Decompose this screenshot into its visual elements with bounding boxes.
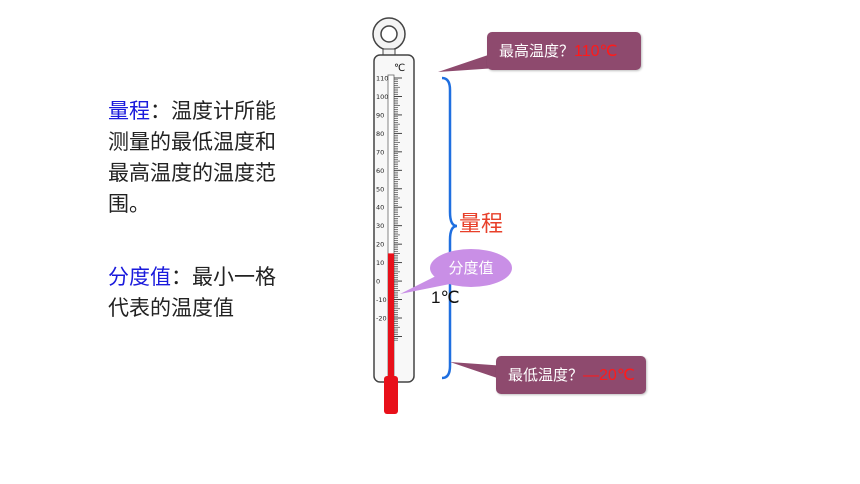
scale-label: 30 <box>376 222 384 230</box>
max-temp-value: 110℃ <box>574 43 618 60</box>
thermometer-ring <box>372 17 406 58</box>
scale-label: 90 <box>376 111 384 119</box>
division-bubble: 分度值 <box>430 249 512 287</box>
scale-ticks <box>394 77 402 341</box>
division-term: 分度值 <box>108 265 171 289</box>
scale-label: 100 <box>376 93 388 101</box>
scale-label: 110 <box>376 75 388 83</box>
max-temp-question: 最高温度？ <box>499 42 575 60</box>
high-callout-pointer <box>438 52 497 72</box>
scale-label: 80 <box>376 130 384 138</box>
scale-label: -10 <box>376 296 387 304</box>
scale-label: 60 <box>376 167 384 175</box>
scale-label: 70 <box>376 148 384 156</box>
range-brace <box>441 76 458 380</box>
min-temp-question: 最低温度？ <box>508 366 584 384</box>
range-term: 量程 <box>108 99 150 123</box>
thermometer-bulb <box>384 376 398 414</box>
low-callout-pointer <box>450 362 506 381</box>
max-temp-callout: 最高温度？110℃ <box>487 32 641 70</box>
division-value: 1℃ <box>431 288 460 307</box>
range-label: 量程 <box>459 212 504 237</box>
range-definition: 量程：温度计所能测量的最低温度和最高温度的温度范围。 <box>108 96 288 220</box>
scale-label: 40 <box>376 204 384 212</box>
min-temp-callout: 最低温度？—20℃ <box>496 356 646 394</box>
scale-label: 0 <box>376 278 380 286</box>
unit-label: ℃ <box>394 63 405 74</box>
scale-label: 20 <box>376 241 384 249</box>
division-definition: 分度值：最小一格代表的温度值 <box>108 262 288 324</box>
scale-label: 10 <box>376 259 384 267</box>
scale-label: 50 <box>376 185 384 193</box>
scale-label: -20 <box>376 315 387 323</box>
range-definition-text: ：温度计所能测量的最低温度和最高温度的温度范围。 <box>108 99 276 216</box>
min-temp-value: —20℃ <box>583 367 635 384</box>
liquid-column <box>388 253 394 380</box>
division-definition-text: ：最小一格代表的温度值 <box>108 265 276 320</box>
